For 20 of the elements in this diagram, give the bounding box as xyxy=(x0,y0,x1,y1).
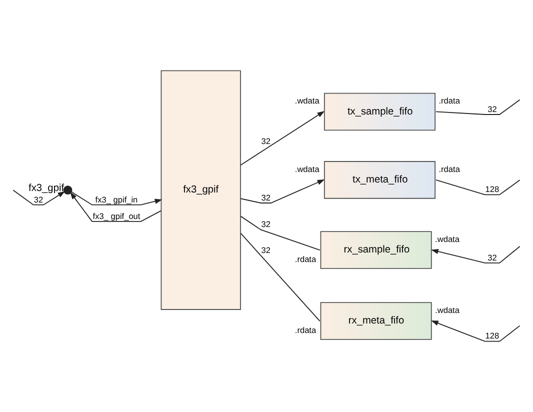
node-label: .wdata xyxy=(435,234,460,244)
node-label: .wdata xyxy=(435,304,460,315)
edge-label: 128 xyxy=(485,330,500,341)
node-label: .wdata xyxy=(294,164,320,174)
node-label: .wdata xyxy=(294,96,320,106)
edge-label: 32 xyxy=(34,194,44,204)
edge-label: 32 xyxy=(261,136,270,146)
edge-label: 32 xyxy=(261,244,270,255)
edge-label: 32 xyxy=(261,192,270,202)
node-label: .rdata xyxy=(294,254,316,264)
edge-label: 32 xyxy=(261,219,270,230)
node-label: .rdata xyxy=(294,325,316,336)
node-label: fx3_gpif xyxy=(28,183,64,194)
edge-label: fx3_ gpif_in xyxy=(95,194,138,204)
edge-label: fx3_ gpif_out xyxy=(92,210,140,221)
edge-label: 32 xyxy=(488,252,497,262)
node-label: .rdata xyxy=(438,164,460,174)
node-label: .rdata xyxy=(438,96,460,106)
edge-label: 32 xyxy=(488,104,497,114)
edge-label: 128 xyxy=(485,184,500,194)
